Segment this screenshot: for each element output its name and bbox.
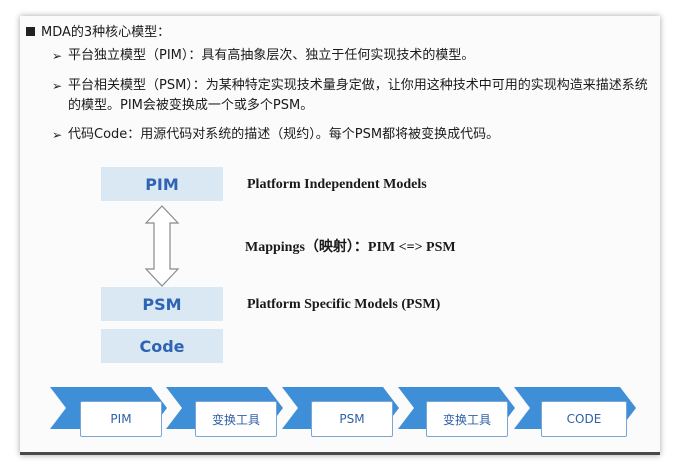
arrow-bullet-icon: ➢: [52, 49, 63, 63]
bullet-code: ➢ 代码Code：用源代码对系统的描述（规约）。每个PSM都将被变换成代码。: [52, 125, 653, 145]
flow-step-psm-label: PSM: [339, 412, 365, 426]
mapping-description: Mappings（映射）：PIM <=> PSM: [245, 240, 456, 255]
heading-text: MDA的3种核心模型：: [41, 25, 171, 40]
heading: MDA的3种核心模型：: [26, 21, 170, 40]
psm-box-label: PSM: [142, 294, 182, 314]
bullet-code-text: 代码Code：用源代码对系统的描述（规约）。每个PSM都将被变换成代码。: [68, 127, 500, 142]
bullet-pim-text: 平台独立模型（PIM）：具有高抽象层次、独立于任何实现技术的模型。: [68, 48, 475, 63]
flow-step-code: CODE: [541, 401, 627, 437]
flow-step-code-label: CODE: [566, 412, 602, 426]
square-bullet-icon: [26, 27, 35, 36]
flow-step-pim: PIM: [80, 401, 162, 437]
double-arrow-icon: [144, 205, 180, 287]
flow-step-transform-2-label: 变换工具: [442, 412, 491, 427]
slide: MDA的3种核心模型： ➢ 平台独立模型（PIM）：具有高抽象层次、独立于任何实…: [20, 16, 660, 455]
psm-description: Platform Specific Models (PSM): [247, 297, 441, 312]
pim-box: PIM: [101, 167, 223, 201]
code-box: Code: [101, 329, 223, 363]
pim-description: Platform Independent Models: [247, 177, 427, 192]
bullet-psm: ➢ 平台相关模型（PSM）：为某种特定实现技术量身定做，让你用这种技术中可用的实…: [52, 76, 653, 116]
flow-step-transform-1-label: 变换工具: [211, 412, 260, 427]
psm-box: PSM: [101, 287, 223, 321]
pim-box-label: PIM: [145, 174, 179, 194]
arrow-bullet-icon: ➢: [52, 128, 63, 142]
flow-step-psm: PSM: [311, 401, 393, 437]
flow-chevrons: [50, 387, 636, 429]
flow-step-transform-1: 变换工具: [195, 401, 277, 437]
arrow-bullet-icon: ➢: [52, 79, 63, 93]
flow-step-transform-2: 变换工具: [426, 401, 508, 437]
flow-step-pim-label: PIM: [110, 412, 132, 426]
diagram-arrows: [144, 205, 180, 287]
bullet-pim: ➢ 平台独立模型（PIM）：具有高抽象层次、独立于任何实现技术的模型。: [52, 46, 653, 66]
code-box-label: Code: [139, 336, 185, 356]
bullet-psm-text: 平台相关模型（PSM）：为某种特定实现技术量身定做，让你用这种技术中可用的实现构…: [68, 78, 648, 113]
